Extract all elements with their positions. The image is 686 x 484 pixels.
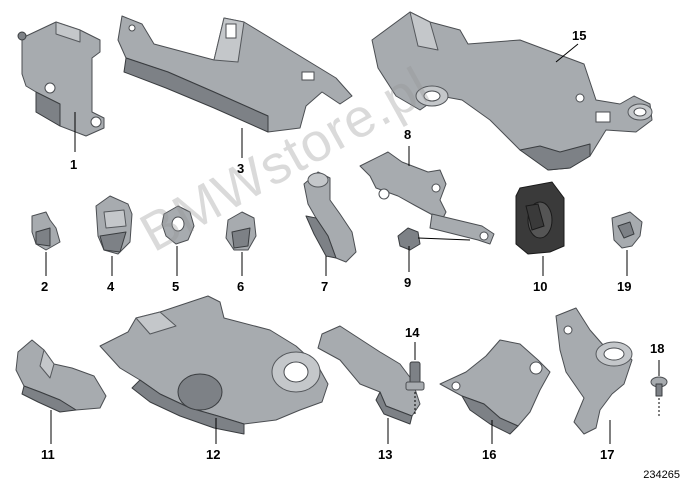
part-17-bracket: [555, 307, 633, 435]
part-18-screw: [650, 376, 668, 416]
part-1-bracket: [17, 21, 105, 137]
part-8-bracket: [359, 151, 447, 221]
part-15-large-bracket: [371, 11, 653, 171]
callout-18: 18: [650, 341, 665, 356]
part-7-cable-bracket: [303, 171, 357, 263]
callout-16: 16: [482, 447, 497, 462]
callout-10: 10: [533, 279, 548, 294]
callout-19: 19: [617, 279, 632, 294]
part-12-housing: [99, 295, 329, 435]
part-6-clip: [225, 211, 257, 251]
callout-12: 12: [206, 447, 221, 462]
part-5-clip: [161, 205, 195, 245]
part-10-rubber-grommet: [515, 181, 565, 255]
part-16-bracket: [439, 339, 551, 435]
part-11-holder: [15, 339, 107, 413]
callout-6: 6: [237, 279, 245, 294]
callout-14: 14: [405, 325, 420, 340]
callout-11: 11: [41, 447, 55, 462]
callout-17: 17: [600, 447, 615, 462]
part-14-screw: [405, 361, 425, 414]
diagram-number: 234265: [643, 469, 680, 481]
leader-15: [555, 43, 579, 63]
part-4-clip: [95, 195, 133, 255]
callout-9: 9: [404, 275, 412, 290]
callout-4: 4: [107, 279, 115, 294]
callout-2: 2: [41, 279, 49, 294]
callout-5: 5: [172, 279, 180, 294]
callout-3: 3: [237, 161, 245, 176]
callout-15: 15: [572, 28, 587, 43]
callout-13: 13: [378, 447, 393, 462]
callout-8: 8: [404, 127, 412, 142]
part-19-clip: [611, 211, 643, 249]
part-9-screw-strap: [397, 213, 495, 251]
part-13-bracket: [317, 325, 421, 425]
callout-7: 7: [321, 279, 329, 294]
part-3-long-bracket: [117, 15, 353, 133]
part-2-clip: [31, 211, 61, 251]
callout-1: 1: [70, 157, 78, 172]
